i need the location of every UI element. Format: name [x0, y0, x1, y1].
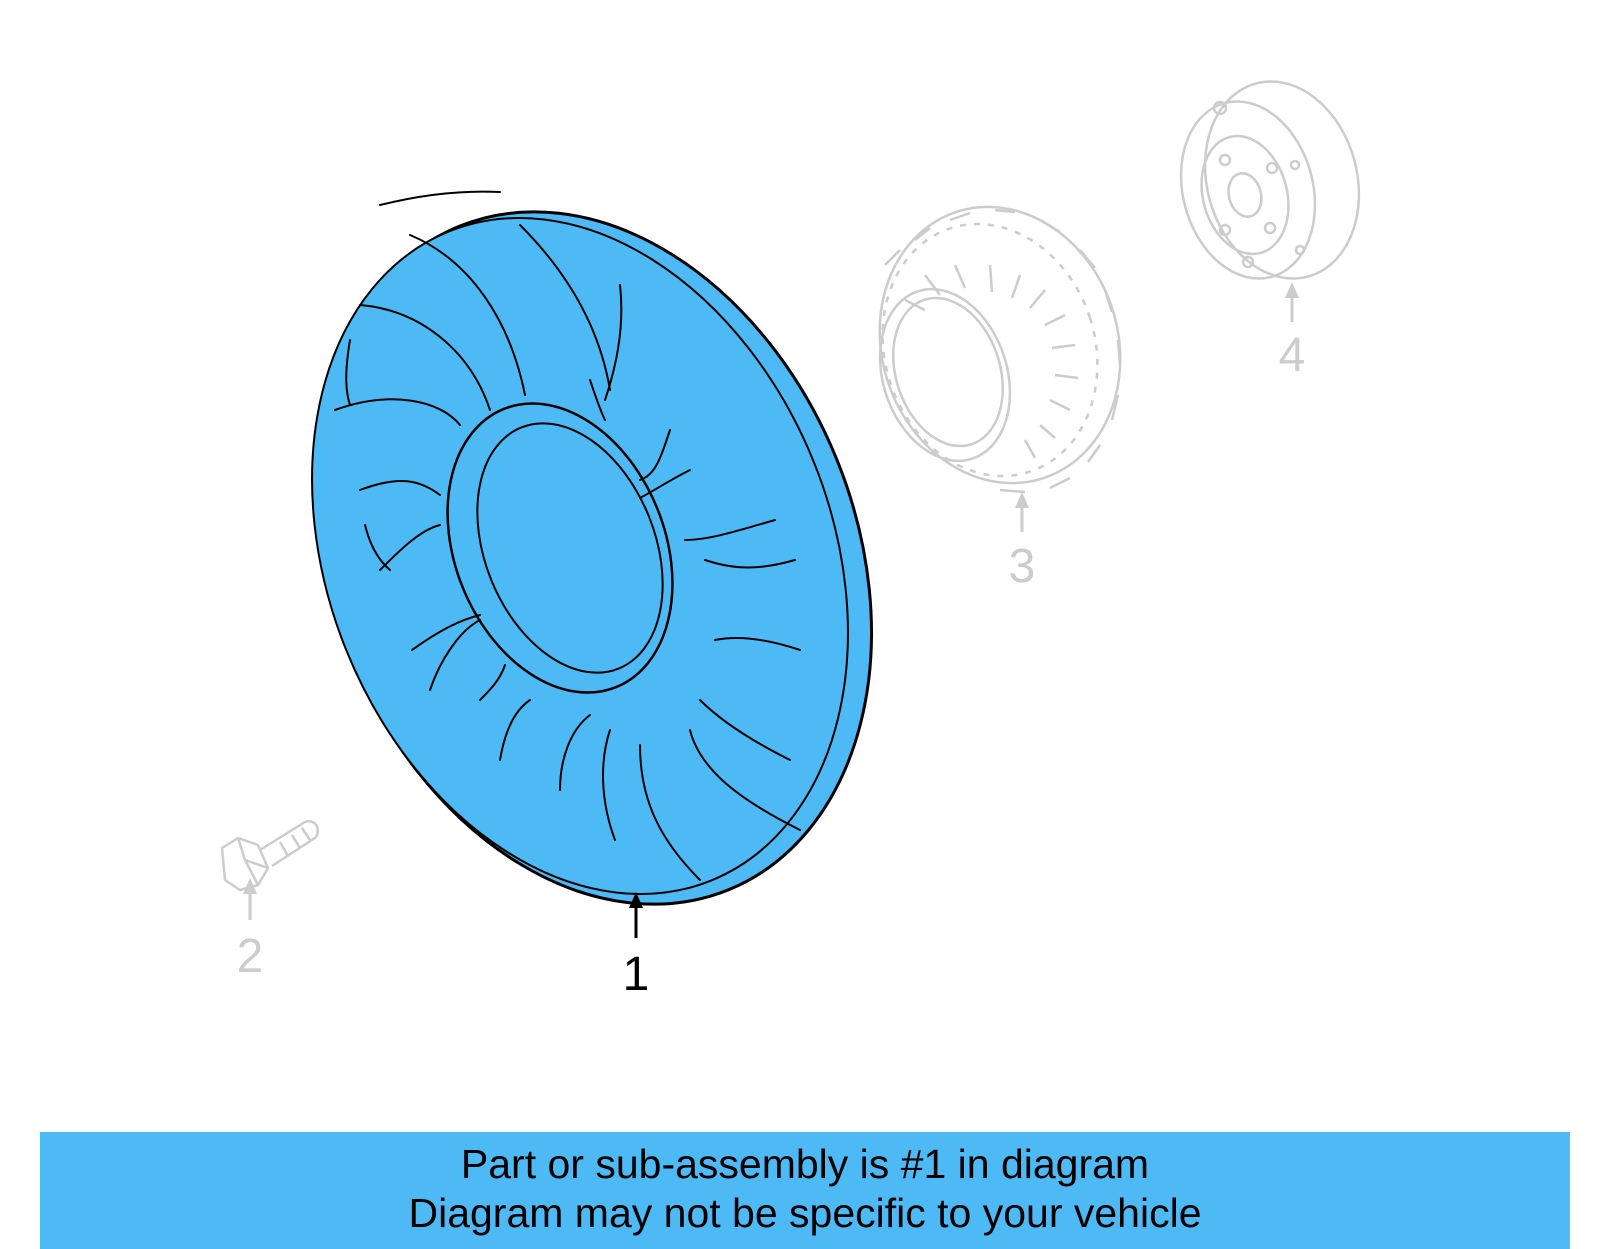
callout-arrow-3 [1015, 492, 1029, 532]
fan-clutch-icon[interactable] [845, 175, 1156, 514]
fan-blade-icon[interactable] [215, 128, 971, 988]
callout-number-2: 2 [237, 930, 264, 983]
callout-number-1: 1 [623, 948, 650, 1001]
callout-number-4: 4 [1279, 329, 1306, 382]
banner-line-1: Part or sub-assembly is #1 in diagram [460, 1141, 1150, 1187]
callout-arrow-2 [243, 878, 257, 920]
pulley-icon[interactable] [1162, 64, 1380, 296]
callout-number-3: 3 [1009, 540, 1036, 593]
info-banner: Part or sub-assembly is #1 in diagram Di… [40, 1132, 1570, 1249]
callout-arrow-1 [629, 892, 643, 938]
callout-arrow-4 [1285, 282, 1299, 322]
banner-line-2: Diagram may not be specific to your vehi… [408, 1190, 1202, 1236]
bolt-icon[interactable] [220, 819, 320, 892]
